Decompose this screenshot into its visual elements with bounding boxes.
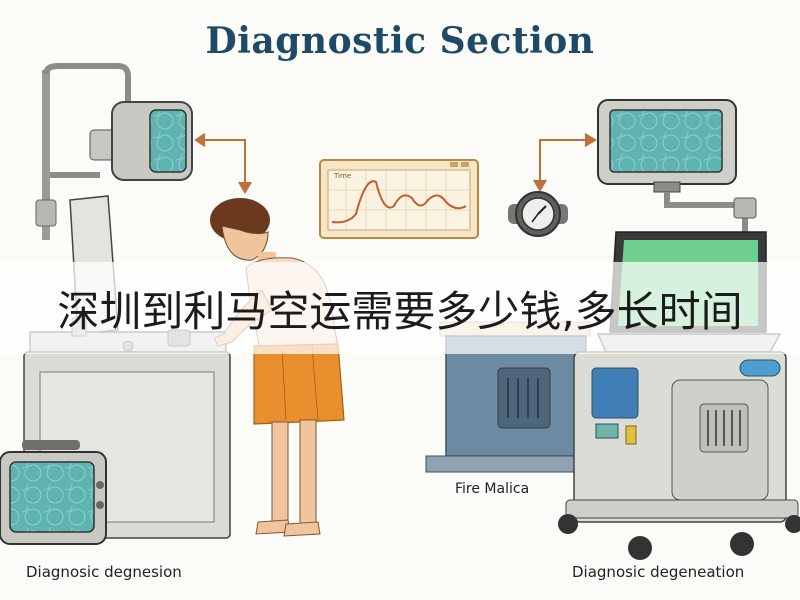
arrow-right <box>533 133 597 192</box>
left-handheld-monitor <box>0 440 107 545</box>
arrow-left <box>194 133 252 194</box>
page-title: Diagnostic Section <box>205 20 595 62</box>
overlay-banner <box>0 262 800 354</box>
right-cart-machine <box>558 351 800 560</box>
right-top-monitor <box>597 99 757 250</box>
middle-label: Fire Malica <box>455 481 530 497</box>
waveform-chart-card <box>319 159 479 239</box>
bottom-right-label: Diagnosic degeneation <box>572 563 745 581</box>
left-top-monitor <box>111 101 193 181</box>
gauge-device <box>508 191 568 237</box>
banner-text: 深圳到利马空运需要多少钱,多长时间 <box>57 287 743 336</box>
bottom-left-label: Diagnosic degnesion <box>26 563 182 581</box>
